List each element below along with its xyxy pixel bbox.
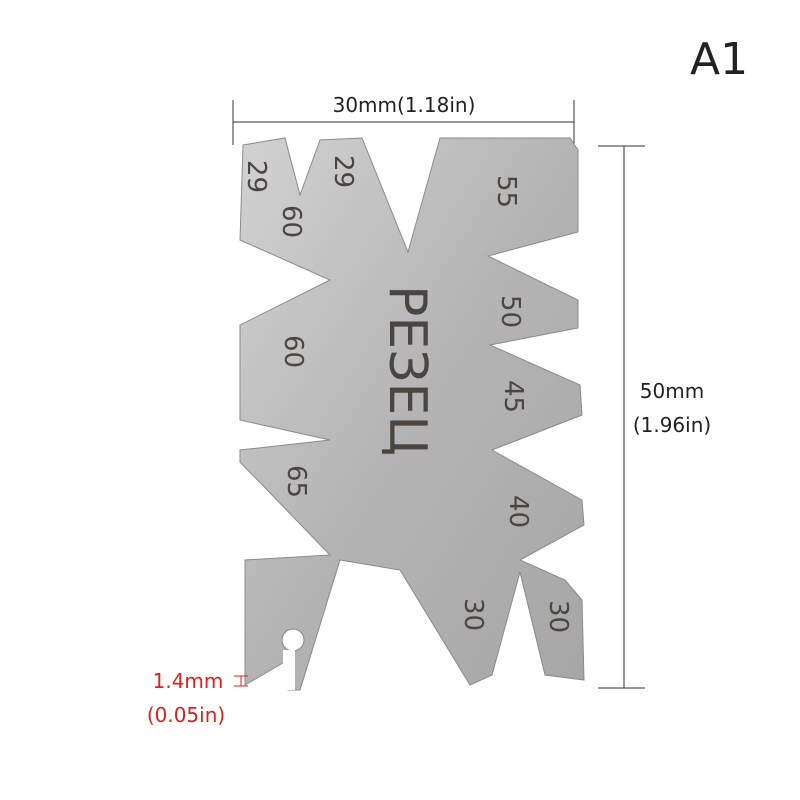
height-in-label: (1.96in): [633, 413, 711, 437]
variant-label: A1: [690, 34, 748, 85]
angle-29-a: 29: [241, 160, 271, 193]
width-label: 30mm(1.18in): [333, 93, 476, 117]
height-mm-label: 50mm: [640, 379, 704, 403]
angle-29-b: 29: [328, 155, 358, 188]
angle-40: 40: [503, 495, 533, 528]
angle-30-a: 30: [458, 598, 488, 631]
height-dimension: [598, 145, 645, 689]
slot-mm-label: 1.4mm: [153, 669, 224, 693]
width-dimension: [232, 100, 575, 145]
angle-55: 55: [491, 175, 521, 208]
angle-45: 45: [498, 380, 528, 413]
engraved-markings: 29 29 60 60 65 РЕЗЕЦ 55 50 45 40 30 30: [241, 155, 573, 633]
slot-dimension: [234, 675, 248, 687]
center-gauge-body: [239, 137, 585, 691]
angle-60-b: 60: [278, 335, 308, 368]
angle-50: 50: [495, 295, 525, 328]
hang-hole: [281, 628, 305, 652]
angle-65: 65: [281, 465, 311, 498]
angle-30-b: 30: [543, 600, 573, 633]
slot-in-label: (0.05in): [147, 703, 225, 727]
gauge-title: РЕЗЕЦ: [377, 285, 437, 456]
angle-60-a: 60: [276, 205, 306, 238]
